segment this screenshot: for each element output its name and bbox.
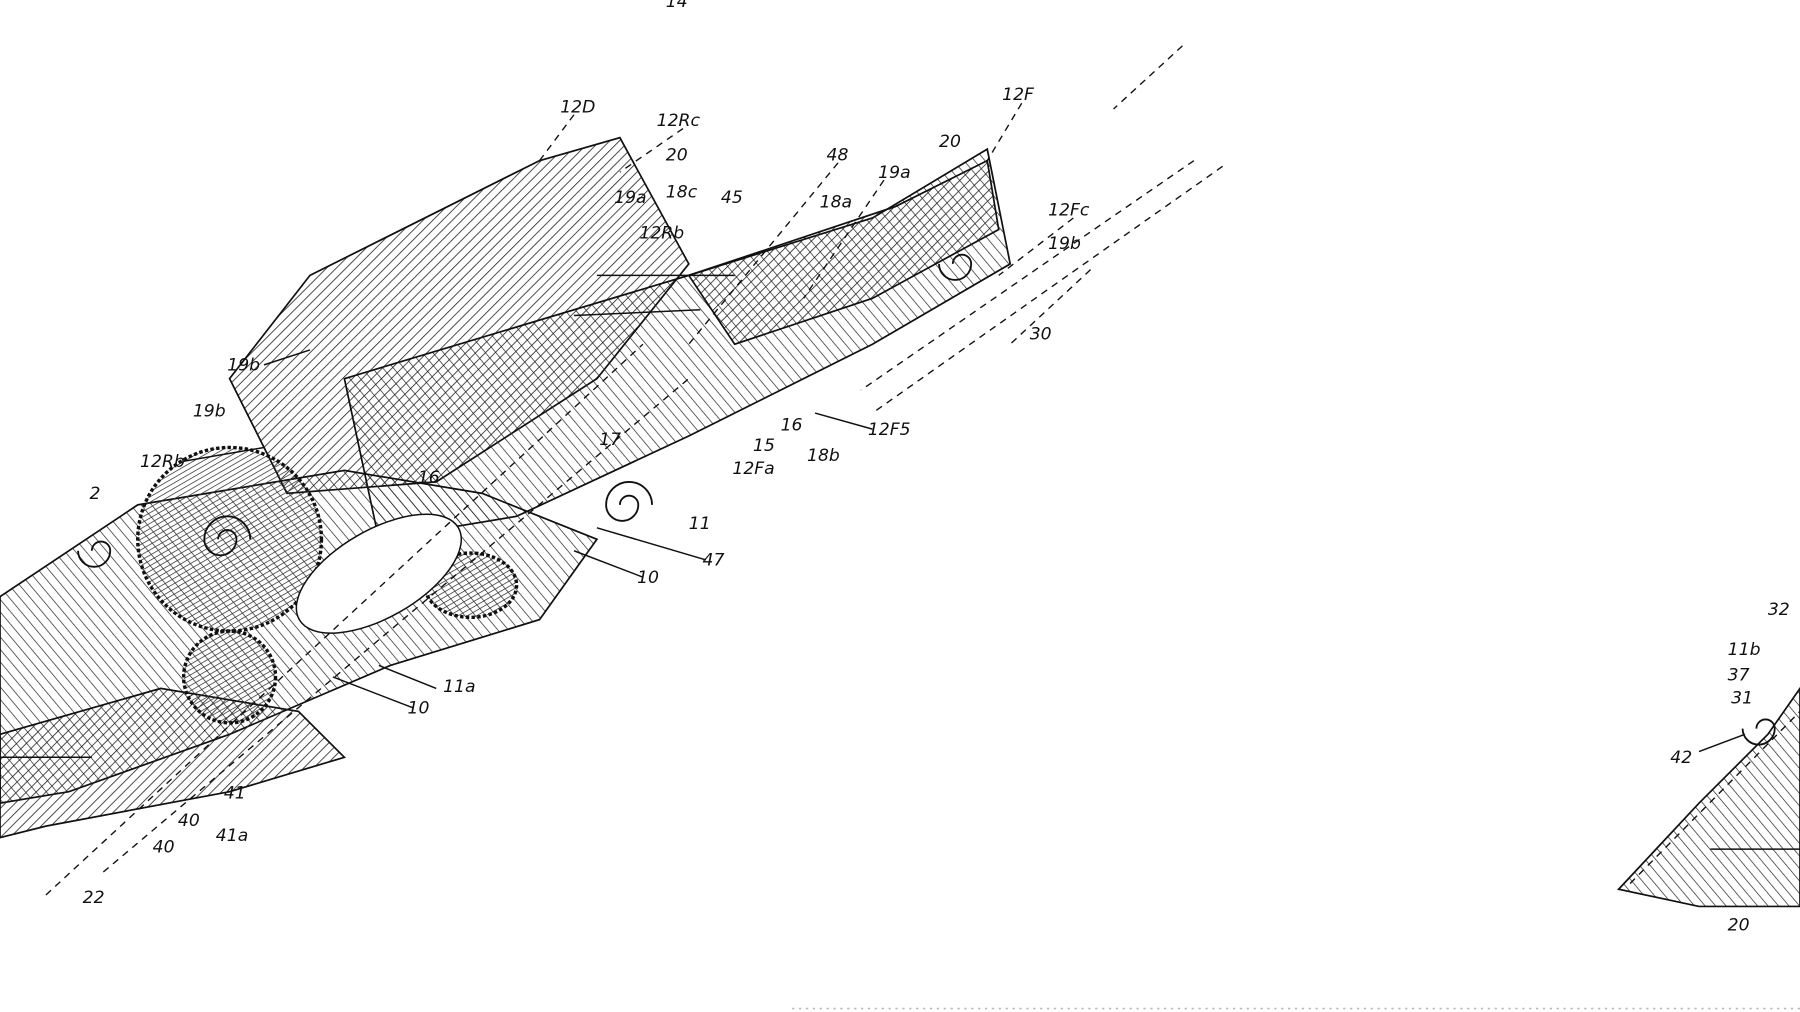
base-rail xyxy=(0,687,347,839)
label: 18a xyxy=(820,193,852,213)
label: 19a xyxy=(614,188,646,208)
spiral-4 xyxy=(1741,718,1776,746)
mechanism-assembly xyxy=(0,136,1800,908)
label: 16 xyxy=(781,415,803,435)
label: 40 xyxy=(178,811,200,831)
label: 45 xyxy=(721,188,743,208)
label: 32 xyxy=(1768,600,1790,620)
label: 2 xyxy=(90,484,101,504)
label: 12D xyxy=(560,97,595,117)
label: 41a xyxy=(216,826,248,846)
label: 22 xyxy=(83,888,105,908)
spiral-2 xyxy=(605,481,653,522)
right-part xyxy=(1616,686,1800,908)
label: 10 xyxy=(408,699,430,719)
label: 11 xyxy=(689,514,711,534)
label: 30 xyxy=(1030,325,1052,345)
label: 18b xyxy=(807,446,840,466)
label: 11b xyxy=(1728,640,1761,660)
label: 47 xyxy=(703,551,725,571)
label: 12Rc xyxy=(657,111,701,131)
label: 10 xyxy=(637,568,659,588)
label: 18c xyxy=(666,182,698,202)
label: 40 xyxy=(153,838,175,858)
label: 41 xyxy=(224,784,246,804)
label: 48 xyxy=(827,146,849,166)
label: 12F5 xyxy=(868,420,911,440)
label: 20 xyxy=(666,146,688,166)
small-gear xyxy=(181,629,278,725)
label: 15 xyxy=(753,436,775,456)
label: 11a xyxy=(443,677,475,697)
label: 20 xyxy=(939,132,961,152)
leader-lines xyxy=(183,45,1746,753)
label: 17 xyxy=(599,430,621,450)
shaft-line xyxy=(102,378,690,873)
label: 12Rb xyxy=(140,452,185,472)
label: 19b xyxy=(1048,234,1081,254)
label: 42 xyxy=(1670,748,1692,768)
label: 19b xyxy=(227,356,260,376)
reference-labels: 14 12D 12Rc 20 48 19a 19a 18c 45 18a 12R… xyxy=(83,0,1790,936)
label: 12Fa xyxy=(732,459,774,479)
spiral-3 xyxy=(77,540,112,568)
label: 19a xyxy=(878,163,910,183)
label: 14 xyxy=(666,0,688,12)
label: 20 xyxy=(1728,916,1750,936)
label: 31 xyxy=(1731,688,1753,708)
label: 12F xyxy=(1002,85,1035,105)
label: 16 xyxy=(418,468,440,488)
label: 12Rb xyxy=(639,224,684,244)
spring-housing xyxy=(295,513,463,634)
rod xyxy=(573,309,701,317)
shaft-line xyxy=(1629,710,1800,884)
spiral-1 xyxy=(203,515,252,557)
shaft-line xyxy=(45,343,644,896)
front-lever xyxy=(687,159,1000,346)
label: 19b xyxy=(193,402,226,422)
label: 12Fc xyxy=(1048,201,1090,221)
label: 37 xyxy=(1728,665,1750,685)
spiral-5 xyxy=(938,253,973,281)
large-gear xyxy=(136,445,324,633)
